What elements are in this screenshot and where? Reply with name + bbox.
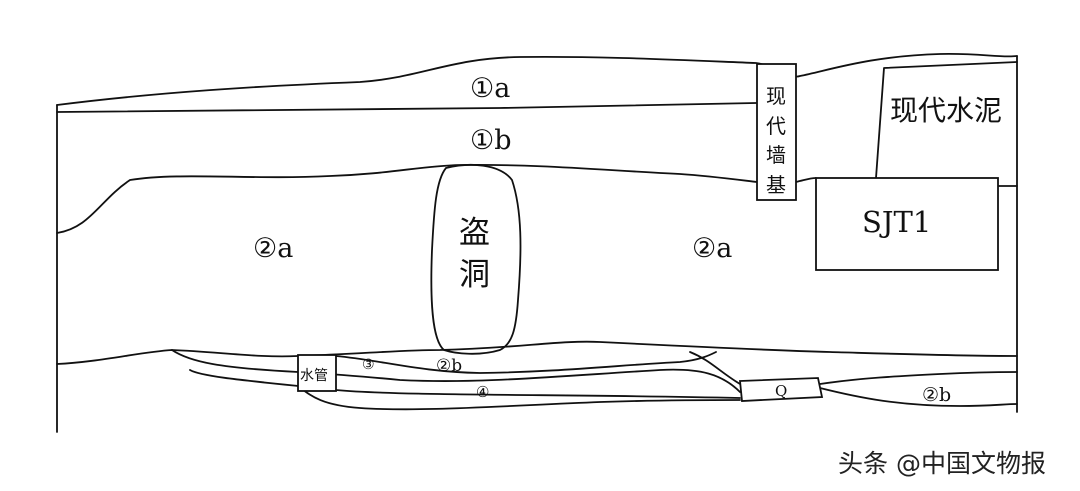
- label-layer-1b: ①b: [470, 125, 512, 156]
- boundary-2a-2b: [56, 340, 1018, 365]
- modern-cement-outline: [875, 61, 1018, 179]
- layer-4-upper: [189, 369, 741, 399]
- label-modern-cement: 现代水泥: [890, 94, 1002, 127]
- label-layer-2b-mid: ②b: [436, 356, 462, 376]
- label-robbery-hole-2: 洞: [459, 257, 490, 293]
- layer-4-lower: [297, 385, 741, 411]
- label-q: Q: [775, 382, 787, 400]
- watermark-text: 头条 @中国文物报: [838, 449, 1046, 478]
- label-modern-wall-4: 基: [766, 173, 786, 197]
- layer-2b-right-lower: [819, 387, 1018, 407]
- boundary-1b-2a: [56, 163, 758, 234]
- boundary-1a-1b: [56, 102, 757, 113]
- label-layer-1a: ①a: [470, 73, 510, 104]
- sjt1-box: [815, 177, 999, 271]
- layer-2b-lens-lower: [335, 351, 717, 374]
- robbery-hole-outline: [430, 163, 522, 355]
- label-robbery-hole-1: 盗: [459, 215, 490, 251]
- label-layer-3: ③: [362, 357, 375, 373]
- label-modern-wall-2: 代: [766, 114, 786, 138]
- label-layer-4: ④: [476, 383, 489, 401]
- layer-2b-inner-curve: [689, 351, 741, 385]
- label-water-pipe: 水管: [300, 368, 328, 384]
- label-modern-wall-1: 现: [766, 84, 786, 108]
- modern-wall-base: [756, 63, 797, 201]
- q-box: [739, 377, 824, 402]
- layer-3-lower: [171, 349, 741, 393]
- label-layer-2a-right: ②a: [692, 233, 732, 264]
- layer-2b-right-upper: [819, 371, 1018, 385]
- label-layer-2b-right: ②b: [922, 384, 951, 406]
- label-layer-2a-left: ②a: [253, 233, 293, 264]
- boundary-1b-2a-right: [795, 177, 817, 183]
- ground-surface-line: [56, 52, 1018, 106]
- water-pipe-box: [297, 354, 337, 392]
- label-sjt1: SJT1: [862, 205, 931, 239]
- label-modern-wall-3: 墙: [766, 143, 786, 167]
